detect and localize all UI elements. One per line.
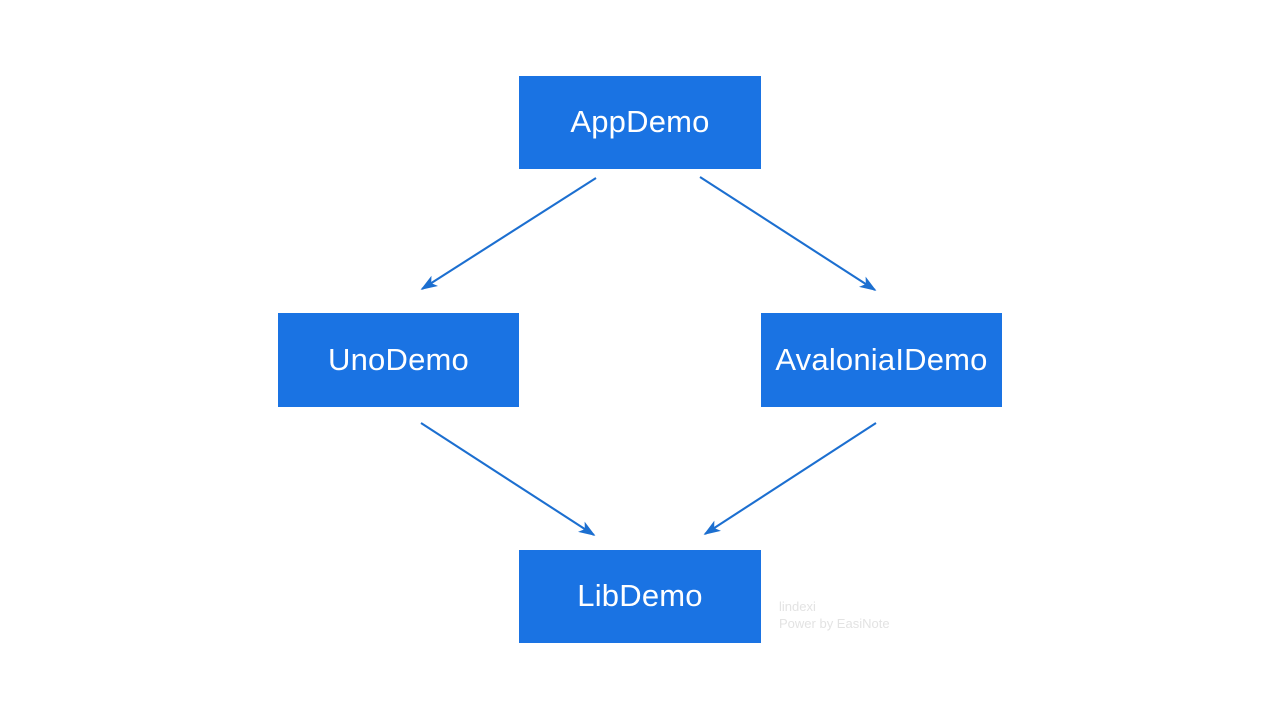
watermark-line-2: Power by EasiNote <box>779 616 890 631</box>
watermark: lindexi Power by EasiNote <box>779 598 890 632</box>
edge-appdemo-to-unodemo <box>420 177 597 290</box>
node-libdemo-label: LibDemo <box>577 578 703 613</box>
node-unodemo[interactable]: UnoDemo <box>278 313 519 407</box>
node-appdemo[interactable]: AppDemo <box>519 76 761 169</box>
edge-appdemo-to-avaloniademo <box>699 176 877 291</box>
watermark-line-1: lindexi <box>779 599 816 614</box>
node-avaloniademo-label: AvaloniaIDemo <box>775 341 988 377</box>
node-appdemo-label: AppDemo <box>570 104 710 139</box>
node-avaloniademo[interactable]: AvaloniaIDemo <box>761 313 1002 407</box>
edge-avaloniademo-to-libdemo <box>703 422 877 535</box>
node-libdemo[interactable]: LibDemo <box>519 550 761 643</box>
node-unodemo-label: UnoDemo <box>328 341 469 377</box>
edge-unodemo-to-libdemo <box>420 422 596 536</box>
